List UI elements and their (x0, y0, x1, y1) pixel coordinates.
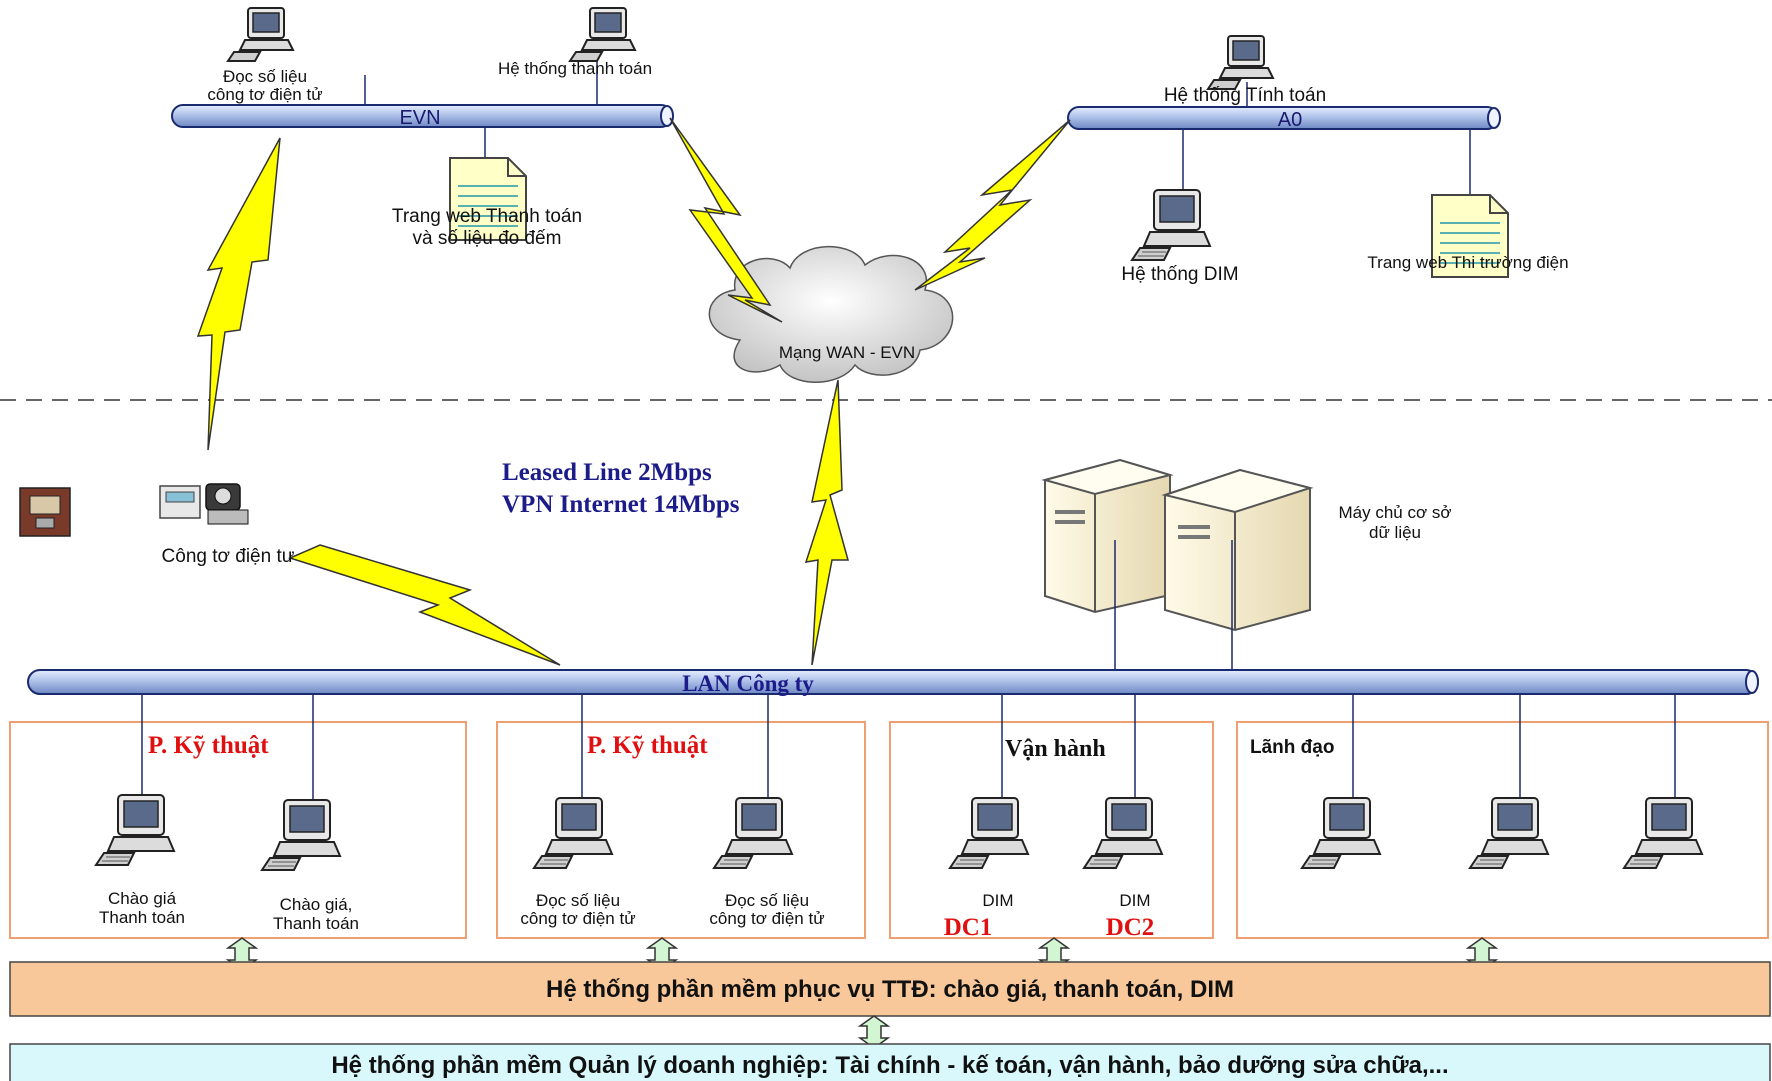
dept-1-pc-2-label-b: Thanh toán (273, 914, 359, 933)
a0-bus: A0 (1067, 106, 1501, 131)
dept-3-pc-1-code: DC1 (944, 914, 993, 941)
a0-bus-label: A0 (1278, 109, 1302, 131)
evn-web-label-1: Trang web Thanh toán (392, 206, 582, 227)
evn-reader-label-1: Đọc số liệu (223, 67, 307, 86)
dept-1-pc-1-label-a: Chào giá (108, 889, 177, 908)
lan-bus: LAN Công ty (27, 669, 1759, 696)
dept-box-1 (9, 721, 467, 939)
payment-system-label: Hệ thống thanh toán (498, 59, 652, 78)
evn-reader-computer-icon (227, 7, 294, 62)
dim-system-label: Hệ thống DIM (1121, 264, 1238, 285)
link-line-2: VPN Internet 14Mbps (502, 491, 740, 518)
erp-software-text: Hệ thống phần mềm Quản lý doanh nghiệp: … (331, 1052, 1448, 1079)
db-server-label-2: dữ liệu (1369, 523, 1421, 542)
calc-system-computer-icon (1207, 35, 1274, 90)
calc-system-label: Hệ thống Tính toán (1164, 85, 1326, 106)
link-bolts (196, 117, 1071, 666)
evn-reader-label-2: công tơ điện tử (207, 85, 322, 104)
dim-system-computer-icon (1131, 189, 1211, 261)
db-server-label-1: Máy chủ cơ sở (1339, 503, 1452, 522)
dept-4-title: Lãnh đạo (1250, 737, 1334, 758)
ttd-to-erp-arrow-icon (859, 1015, 889, 1049)
wan-cloud: Mạng WAN - EVN (708, 245, 954, 383)
dept-3-pc-1-label: DIM (982, 891, 1013, 910)
dept-2-pc-2-label-b: công tơ điện tử (709, 909, 824, 928)
evn-web-label-2: và số liệu đo đếm (413, 228, 562, 249)
erp-software-band (9, 1043, 1771, 1081)
dept-2-title: P. Kỹ thuật (587, 732, 708, 759)
ttd-software-text: Hệ thống phần mềm phục vụ TTĐ: chào giá,… (546, 976, 1234, 1003)
dept-3-pc-2-code: DC2 (1106, 914, 1155, 941)
meter-label: Công tơ điện tư (162, 546, 295, 567)
lan-label: LAN Công ty (682, 671, 814, 696)
link-line-1: Leased Line 2Mbps (502, 459, 712, 486)
evn-bus-label: EVN (399, 107, 440, 129)
meter-panel-icon (19, 487, 71, 537)
market-web-label: Trang web Thi trường điện (1367, 253, 1568, 272)
dept-1-pc-2-label-a: Chào giá, (280, 895, 353, 914)
dept-box-3 (889, 721, 1214, 939)
wan-label: Mạng WAN - EVN (779, 343, 915, 362)
dept-3-title: Vận hành (1005, 736, 1106, 762)
dept-1-title: P. Kỹ thuật (148, 732, 269, 759)
dept-2-pc-2-label-a: Đọc số liệu (725, 891, 809, 910)
payment-system-computer-icon (569, 7, 636, 62)
electronic-meter-icon (159, 483, 249, 525)
dept-1-pc-1-label-b: Thanh toán (99, 908, 185, 927)
db-server-icon (1041, 458, 1314, 632)
dept-2-pc-1-label-a: Đọc số liệu (536, 891, 620, 910)
ttd-software-band (9, 961, 1771, 1017)
dept-3-pc-2-label: DIM (1119, 891, 1150, 910)
dept-2-pc-1-label-b: công tơ điện tử (520, 909, 635, 928)
evn-bus: EVN (171, 104, 674, 129)
lan-drop-lines (141, 694, 1676, 805)
